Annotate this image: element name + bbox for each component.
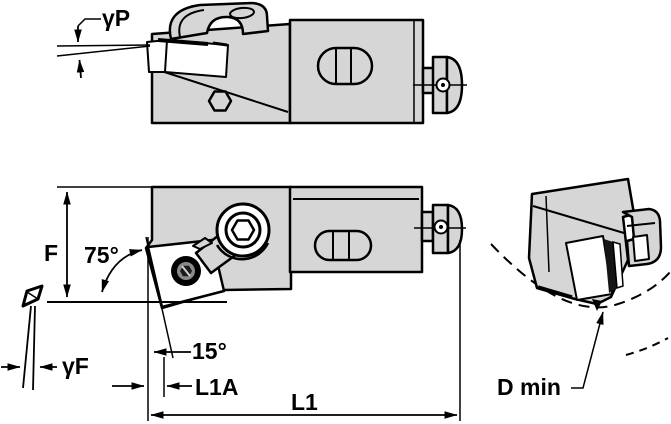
gamma-p-rake-line [56, 45, 151, 57]
end-view-boss-window [632, 234, 650, 262]
top-view-lever-detail [229, 6, 255, 20]
end-view-boss-line [626, 222, 656, 227]
front-view-clamp-pad [192, 237, 213, 250]
front-view-screw-stub [420, 210, 435, 243]
gamma-p-arrow-up [76, 59, 85, 79]
front-view-slot-lines [332, 231, 350, 260]
end-view-insert-sliver [612, 240, 624, 290]
top-view-insert-face [146, 39, 229, 78]
top-view-edge-streak2 [212, 41, 228, 47]
gamma-f-line-vertical [32, 305, 36, 391]
top-view-slot-lines [335, 48, 352, 84]
front-view [144, 185, 466, 310]
tip-angle-slant-line [145, 236, 174, 359]
d-min-leader [571, 311, 604, 389]
front-view-slot [313, 229, 373, 262]
top-view-screw-dot [441, 83, 445, 87]
l1-label: L1 [291, 389, 318, 415]
top-view [146, 1, 467, 125]
gamma-p-label: γP [102, 5, 130, 31]
gamma-p-ref-line [56, 44, 151, 47]
top-view-edge-streaks [157, 38, 209, 46]
end-view-insert-face [565, 235, 613, 301]
end-view [490, 177, 671, 356]
lead-angle-label: 75° [84, 242, 119, 268]
end-view-left-edge-line [545, 195, 550, 273]
gamma-f-symbol-inner-line [26, 291, 39, 300]
tip-angle-label: 15° [192, 338, 227, 364]
end-view-seat-shadow-line [537, 285, 573, 299]
top-view-insert-divider [164, 39, 168, 73]
end-view-bore-arc-lower [625, 337, 669, 356]
gamma-f-line-tilted [22, 305, 32, 389]
end-view-tip-wedge [592, 299, 602, 311]
dimensions: γP F 75° γF 15° L1A L1 D min [1, 5, 604, 421]
front-view-screw-dot [439, 225, 443, 229]
gamma-f-label: γF [62, 353, 89, 379]
top-view-hex-nut [207, 90, 233, 112]
f-label: F [44, 240, 58, 266]
d-min-label: D min [497, 374, 561, 400]
top-view-diagonal-edge [151, 67, 289, 113]
end-view-top-face-line [532, 205, 625, 234]
front-view-insert-screw-glint [181, 265, 191, 277]
front-view-boss-crescent [215, 242, 270, 261]
front-view-screw-dome [446, 203, 464, 255]
end-view-bore-arc [490, 243, 671, 309]
gamma-p-leader [77, 18, 101, 27]
l1a-label: L1A [195, 374, 238, 400]
lead-angle-arc [101, 249, 143, 293]
top-view-lever-inner-arc [178, 9, 205, 38]
front-view-boss-hex [230, 219, 256, 241]
top-view-slot [316, 46, 374, 86]
